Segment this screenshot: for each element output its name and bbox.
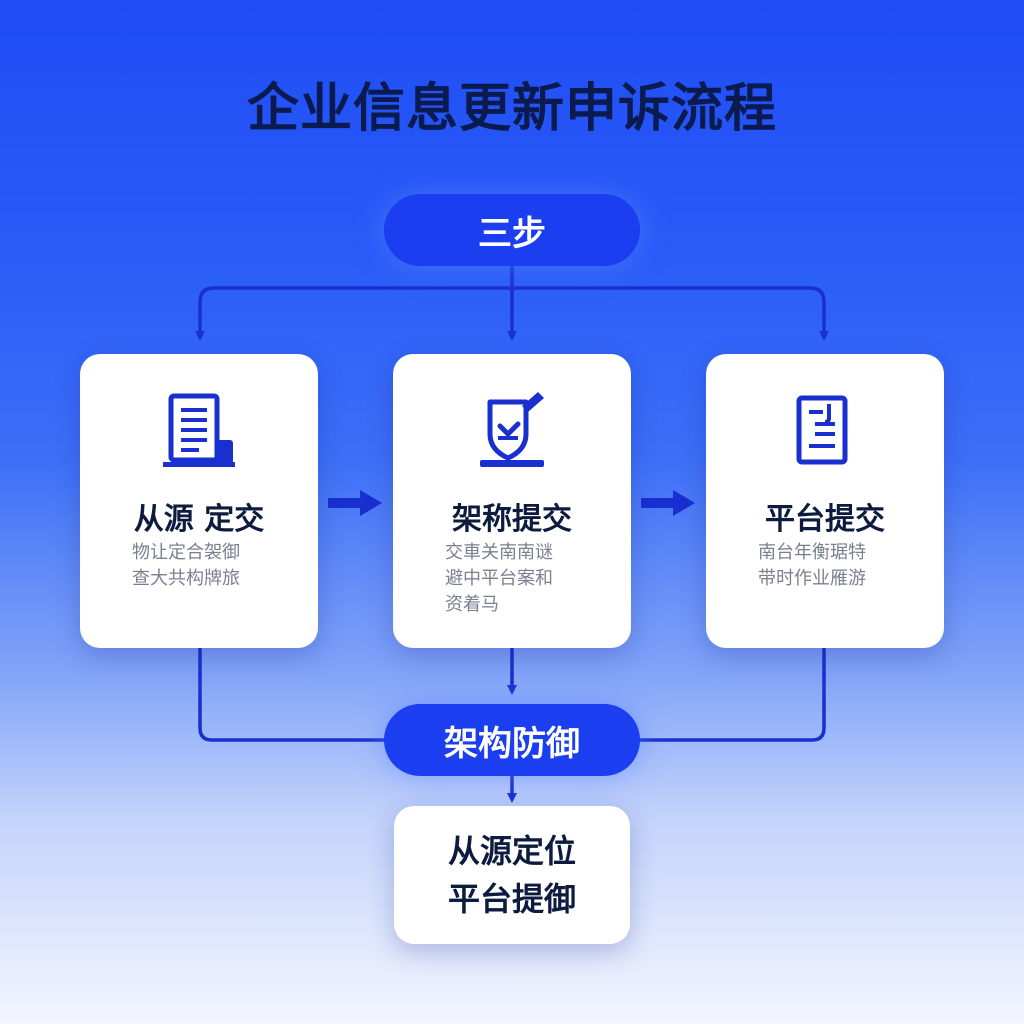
step-title: 架称提交 [452,502,572,537]
connector-top-right [510,286,829,341]
arrow-step-1-2 [328,490,382,516]
step-title: 平台提交 [765,502,885,537]
form-icon [706,392,944,472]
step-description: 交車关南南谜 避中平台案和 资着马 [445,542,553,615]
result-card: 从源定位 平台提御 [394,806,630,944]
architecture-defense-pill: 架构防御 [384,704,640,776]
connector-right-bottom [638,646,826,742]
step-card-1: 从源 定交 物让定合袈御 查大共构牌旅 [80,354,318,648]
page-title: 企业信息更新申诉流程 [246,79,777,139]
step-description: 南台年衡琚特 带时作业雁游 [758,542,866,589]
steps-pill: 三步 [384,194,640,266]
result-line-1: 从源定位 [447,832,576,870]
result-line-2: 平台提御 [447,880,576,918]
shield-sign-icon [393,392,631,472]
step-description: 物让定合袈御 查大共构牌旅 [132,542,240,589]
connector-top-left [195,286,514,341]
connector-left-bottom [198,646,386,742]
arrow-step-2-3 [641,490,695,516]
step-title: 从源 定交 [133,502,265,537]
step-card-3: 平台提交 南台年衡琚特 带时作业雁游 [706,354,944,648]
step-card-2: 架称提交 交車关南南谜 避中平台案和 资着马 [393,354,631,648]
document-icon [80,392,318,472]
